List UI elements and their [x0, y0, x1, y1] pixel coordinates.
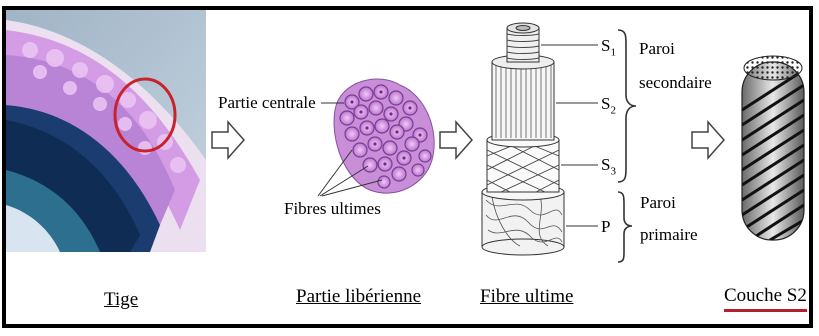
label-paroi-secondaire-line2: secondaire — [639, 74, 712, 91]
ultimate-fibre-layers-diagram — [482, 23, 564, 255]
label-s2: S2 — [601, 95, 616, 116]
arrow-1-icon — [212, 122, 244, 158]
couche-s2-cylinder — [742, 56, 804, 240]
label-s1: S1 — [601, 37, 616, 58]
label-paroi-secondaire-line1: Paroi — [639, 40, 675, 57]
caption-partie-liberienne: Partie libérienne — [296, 287, 421, 306]
label-fibres-ultimes: Fibres ultimes — [284, 200, 381, 217]
bast-fibre-bundle-image — [318, 79, 434, 196]
label-paroi-primaire-line2: primaire — [640, 226, 698, 243]
brace-paroi-secondaire — [618, 30, 636, 182]
label-partie-centrale: Partie centrale — [218, 94, 316, 111]
arrow-2-icon — [440, 122, 472, 158]
caption-couche-s2: Couche S2 — [724, 286, 807, 312]
brace-paroi-primaire — [618, 192, 632, 262]
stem-cross-section-image — [6, 10, 206, 252]
caption-fibre-ultime: Fibre ultime — [480, 287, 573, 306]
label-s3: S3 — [601, 156, 616, 177]
caption-tige: Tige — [104, 290, 138, 309]
label-paroi-primaire-line1: Paroi — [640, 194, 676, 211]
label-p: P — [601, 218, 610, 235]
arrow-3-icon — [692, 122, 724, 158]
